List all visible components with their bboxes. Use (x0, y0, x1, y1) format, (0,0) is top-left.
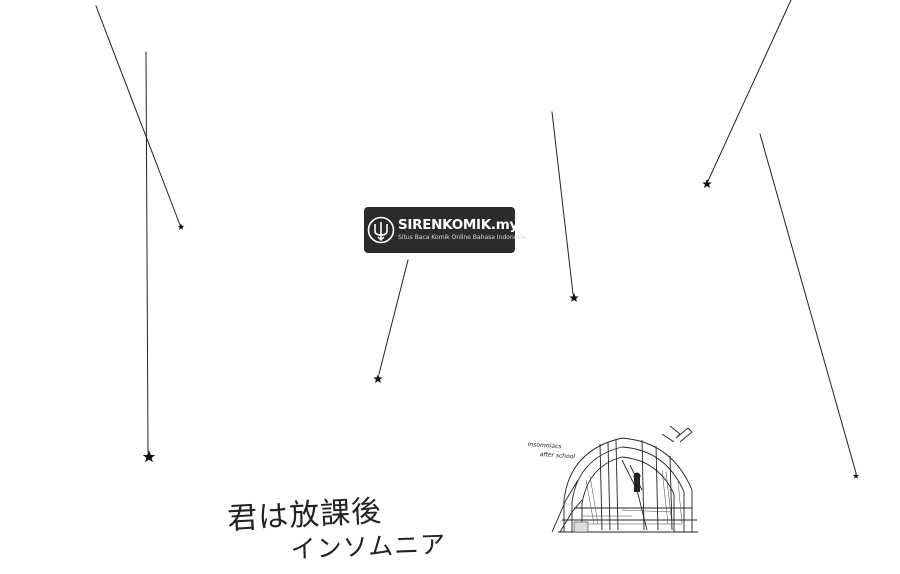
series-title-logo: 君は放課後 インソムニア (218, 492, 446, 568)
sirenkomik-watermark: SIRENKOMIK.my.id Situs Baca Komik Online… (364, 207, 536, 253)
star-icon (177, 223, 185, 230)
shooting-star-trail (145, 51, 149, 453)
shooting-star-trail (759, 133, 857, 474)
star-icon (852, 472, 860, 479)
watermark-subtitle: Situs Baca Komik Online Bahasa Indonesia (398, 234, 526, 242)
watermark-title: SIRENKOMIK.my.id (398, 216, 536, 233)
observatory-panel: Insomniacs after school (522, 420, 698, 538)
shooting-star-trail (378, 259, 409, 375)
shooting-star-trail (95, 5, 181, 226)
star-icon (569, 293, 579, 303)
observatory-dome-illustration (551, 425, 698, 533)
star-icon (702, 179, 712, 189)
star-icon (142, 450, 156, 463)
siren-trident-icon (367, 216, 395, 244)
shooting-star-trail (707, 0, 792, 182)
star-icon (373, 374, 383, 384)
series-title-line2: インソムニア (290, 529, 447, 564)
shooting-star-trail (551, 111, 574, 295)
